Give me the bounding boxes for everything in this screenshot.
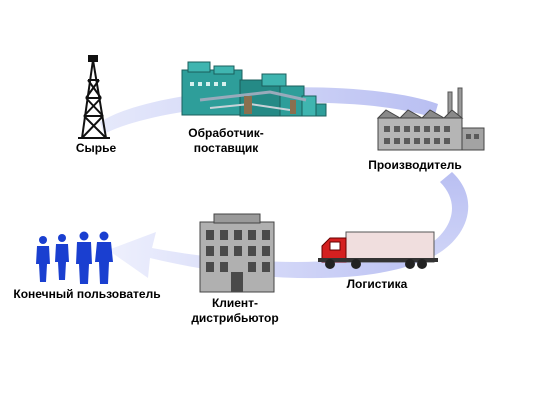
flow-arrow-right: [424, 172, 469, 258]
processing-plant-icon: [181, 61, 327, 117]
person-icon: [36, 236, 50, 282]
flow-arrow-bottom: [108, 232, 420, 279]
label-raw-materials: Сырье: [75, 141, 117, 155]
label-logistics: Логистика: [346, 277, 408, 291]
warehouse-building-icon: [199, 213, 275, 293]
oil-derrick-icon: [78, 55, 110, 139]
person-icon: [76, 231, 92, 284]
person-icon: [55, 234, 69, 280]
person-icon: [95, 231, 113, 284]
label-processor-supplier: Обработчик- поставщик: [188, 126, 264, 155]
label-end-user: Конечный пользователь: [13, 287, 161, 301]
factory-icon: [376, 87, 485, 151]
truck-icon: [318, 231, 438, 269]
people-icon: [36, 231, 113, 284]
label-client-distributor: Клиент- дистрибьютор: [191, 296, 279, 325]
label-manufacturer: Производитель: [368, 158, 462, 172]
